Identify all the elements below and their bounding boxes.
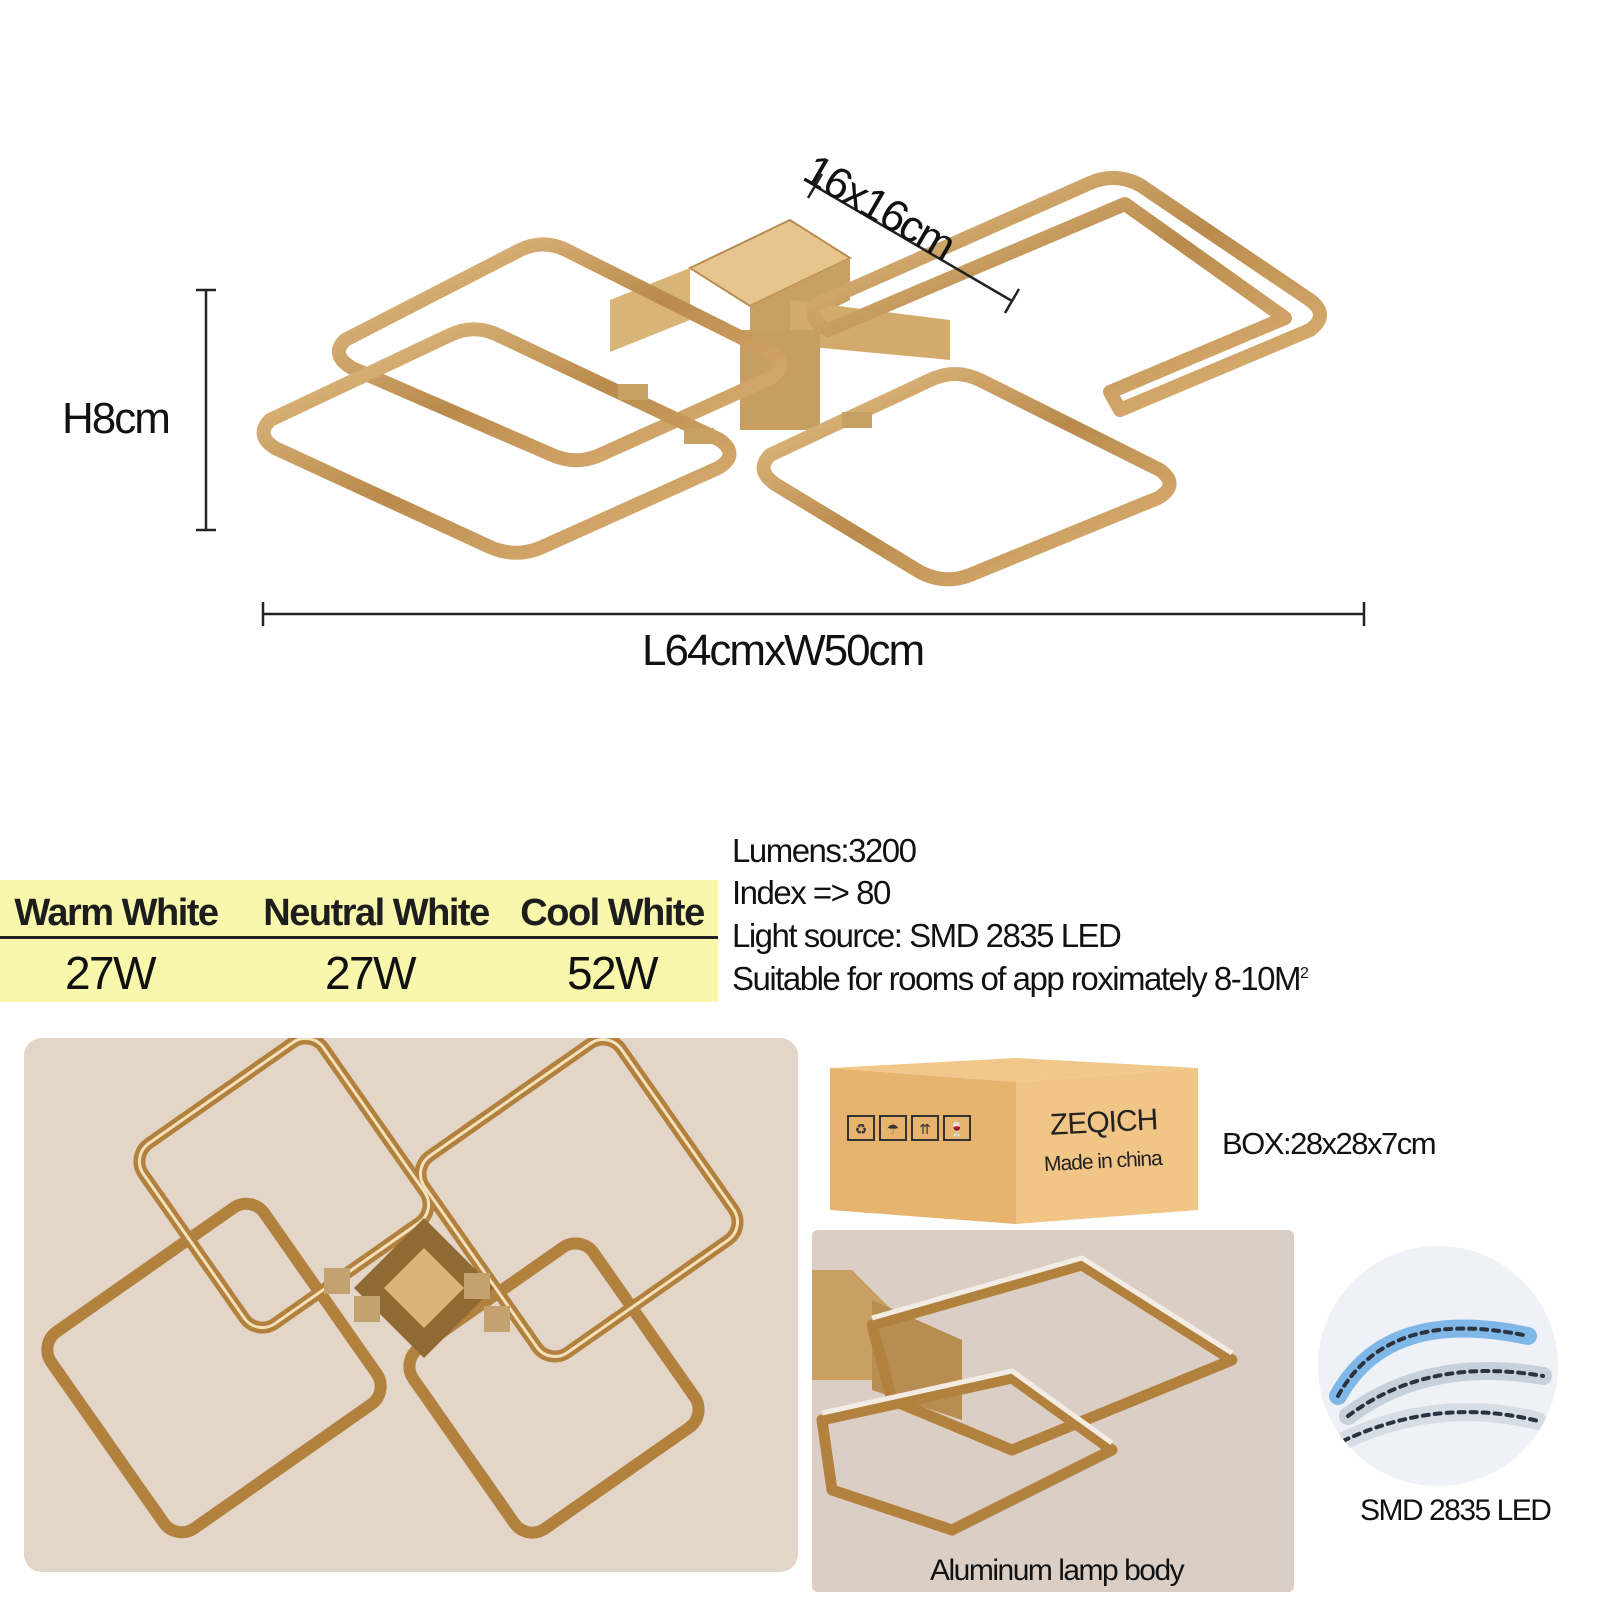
led-strip-drawing [1318,1246,1558,1486]
led-strip-photo [1318,1246,1558,1486]
header-neutral-white: Neutral White [263,892,490,934]
packaging-box: ♻ ☂ ⇈ 🍷 [830,1058,1198,1224]
header-cool-white: Cool White [520,892,705,934]
lamp-drawing [196,171,1366,626]
spec-superscript: 2 [1299,965,1309,982]
box-brand: ZEQICH [1049,1103,1159,1142]
box-size-label: BOX:28x28x7cm [1222,1126,1437,1161]
wattage-table: Warm White Neutral White Cool White 27W … [0,880,718,1002]
value-neutral-white: 27W [324,947,417,999]
svg-text:♻: ♻ [855,1122,868,1138]
lamp-side-view-photo [812,1230,1294,1592]
lamp-body-caption: Aluminum lamp body [930,1554,1185,1587]
lamp-top-view-drawing [24,1038,798,1572]
spec-suitable-rooms: Suitable for rooms of app roximately 8-1… [732,960,1309,998]
lamp-top-view-photo [24,1038,798,1572]
spec-lumens: Lumens:3200 [732,832,917,869]
svg-text:☂: ☂ [887,1122,900,1138]
lamp-side-view-drawing [812,1230,1294,1592]
spec-suitable-rooms-text: Suitable for rooms of app roximately 8-1… [732,960,1301,997]
svg-text:⇈: ⇈ [919,1122,931,1138]
height-label: H8cm [62,394,171,443]
svg-text:🍷: 🍷 [948,1121,965,1138]
spec-index: Index => 80 [732,874,891,911]
header-warm-white: Warm White [14,892,219,934]
table-divider [0,936,718,939]
length-width-label: L64cmxW50cm [642,626,925,675]
spec-light-source: Light source: SMD 2835 LED [732,917,1122,954]
value-cool-white: 52W [566,947,659,999]
lamp-dimension-diagram [0,0,1600,720]
led-type-caption: SMD 2835 LED [1360,1494,1552,1527]
value-warm-white: 27W [64,947,157,999]
